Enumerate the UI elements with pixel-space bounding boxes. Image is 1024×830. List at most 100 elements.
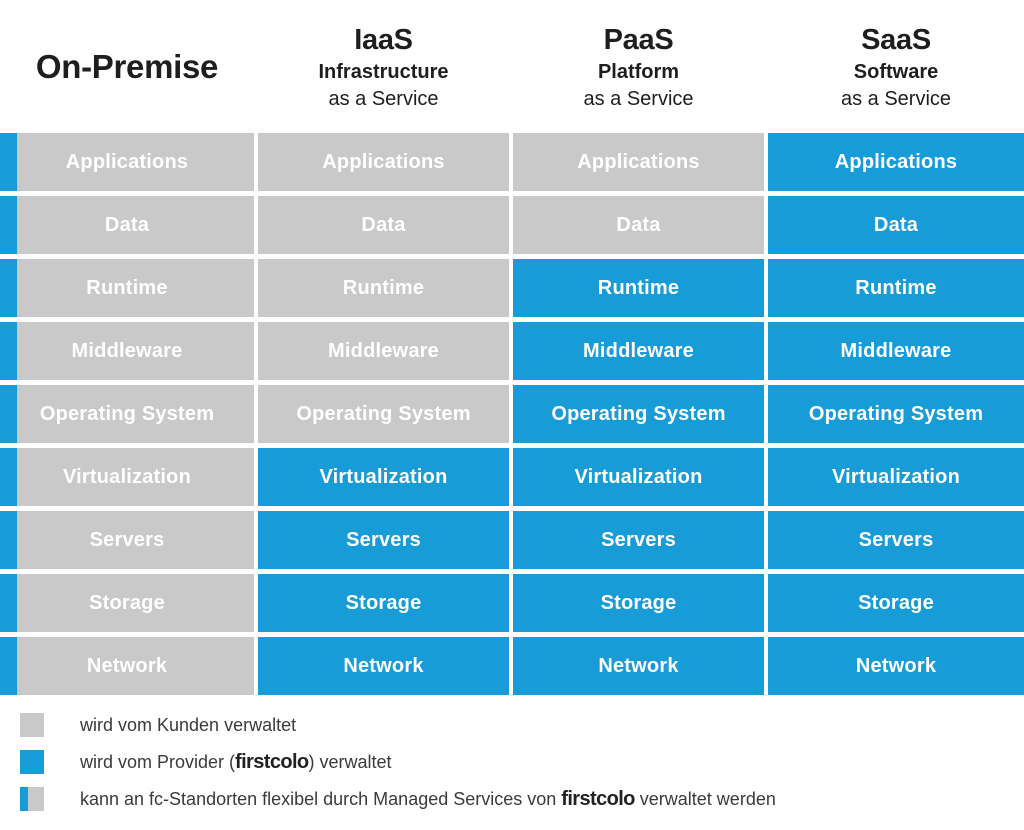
cell-paas-applications: Applications (513, 133, 764, 191)
header-subtitle-saas: Software (853, 61, 939, 84)
cell-iaas-storage: Storage (258, 574, 509, 632)
header-title-iaas: IaaS (354, 23, 413, 56)
cell-label: Virtualization (62, 465, 191, 488)
flex-managed-strip (0, 574, 17, 632)
cell-iaas-network: Network (258, 637, 509, 695)
cell-label: Data (361, 213, 406, 236)
cell-label: Servers (858, 528, 934, 551)
header-subtitle-iaas: Infrastructure (318, 61, 449, 84)
cell-paas-network: Network (513, 637, 764, 695)
legend-item-flexible: kann an fc-Standorten flexibel durch Man… (20, 787, 1024, 811)
legend-customer-text: wird vom Kunden verwaltet (80, 714, 297, 735)
flex-managed-strip (0, 133, 17, 191)
header-title-on-premise: On-Premise (35, 47, 219, 85)
cell-paas-servers: Servers (513, 511, 764, 569)
legend-provider-text-after: ) verwaltet (308, 751, 392, 772)
flex-managed-strip (0, 448, 17, 506)
cell-label: Runtime (597, 276, 680, 299)
cell-label: Storage (345, 591, 422, 614)
flex-managed-strip (0, 196, 17, 254)
flex-managed-strip (0, 385, 17, 443)
cell-label: Middleware (583, 339, 694, 362)
header-subtitle-paas: Platform (597, 61, 680, 84)
header-title-paas: PaaS (603, 23, 674, 56)
legend-flexible-text-after: verwaltet werden (634, 788, 776, 809)
cell-paas-storage: Storage (513, 574, 764, 632)
cell-on-premise-middleware: Middleware (0, 322, 254, 380)
cell-label: Applications (834, 150, 958, 173)
cell-label: Virtualization (574, 465, 703, 488)
header-paas: PaaS Platform as a Service (513, 21, 764, 112)
cell-label: Applications (577, 150, 700, 173)
cell-saas-runtime: Runtime (768, 259, 1024, 317)
cell-iaas-operating-system: Operating System (258, 385, 509, 443)
firstcolo-logo-2: firstcolo (561, 787, 635, 810)
cell-label: Network (86, 654, 168, 677)
cell-label: Servers (89, 528, 165, 551)
legend: wird vom Kunden verwaltet wird vom Provi… (0, 713, 1024, 811)
cell-label: Virtualization (831, 465, 960, 488)
cell-label: Servers (346, 528, 421, 551)
cell-label: Data (873, 213, 919, 236)
cell-label: Data (104, 213, 150, 236)
legend-text-customer: wird vom Kunden verwaltet (80, 714, 296, 737)
cell-saas-data: Data (768, 196, 1024, 254)
cell-iaas-virtualization: Virtualization (258, 448, 509, 506)
cell-label: Data (616, 213, 661, 236)
cell-label: Runtime (86, 276, 168, 299)
header-iaas: IaaS Infrastructure as a Service (258, 21, 509, 112)
cell-label: Middleware (840, 339, 952, 362)
cell-saas-virtualization: Virtualization (768, 448, 1024, 506)
cell-label: Applications (322, 150, 445, 173)
cell-saas-storage: Storage (768, 574, 1024, 632)
flex-managed-strip (0, 259, 17, 317)
cell-label: Operating System (39, 402, 215, 425)
cell-label: Middleware (328, 339, 439, 362)
flex-managed-strip (0, 637, 17, 695)
customer-managed-swatch-icon (20, 713, 44, 737)
header-on-premise: On-Premise (0, 45, 254, 89)
cell-iaas-servers: Servers (258, 511, 509, 569)
legend-flexible-text: kann an fc-Standorten flexibel durch Man… (80, 788, 562, 809)
cell-label: Network (598, 654, 679, 677)
cell-on-premise-virtualization: Virtualization (0, 448, 254, 506)
header-saas: SaaS Software as a Service (768, 21, 1024, 112)
cell-on-premise-network: Network (0, 637, 254, 695)
cell-saas-servers: Servers (768, 511, 1024, 569)
cell-iaas-data: Data (258, 196, 509, 254)
cell-label: Network (343, 654, 424, 677)
legend-provider-text: wird vom Provider ( (80, 751, 236, 772)
cell-iaas-runtime: Runtime (258, 259, 509, 317)
cell-label: Runtime (855, 276, 937, 299)
cell-saas-middleware: Middleware (768, 322, 1024, 380)
header-title-saas: SaaS (861, 23, 931, 56)
cell-iaas-applications: Applications (258, 133, 509, 191)
legend-item-provider: wird vom Provider (firstcolo) verwaltet (20, 750, 1024, 774)
cell-iaas-middleware: Middleware (258, 322, 509, 380)
cell-label: Storage (89, 591, 165, 614)
flexible-managed-swatch-icon (20, 787, 44, 811)
cell-on-premise-operating-system: Operating System (0, 385, 254, 443)
legend-text-flexible: kann an fc-Standorten flexibel durch Man… (80, 788, 776, 811)
cell-on-premise-runtime: Runtime (0, 259, 254, 317)
cell-on-premise-storage: Storage (0, 574, 254, 632)
cell-label: Operating System (808, 402, 984, 425)
cell-on-premise-data: Data (0, 196, 254, 254)
legend-item-customer: wird vom Kunden verwaltet (20, 713, 1024, 737)
cell-label: Servers (601, 528, 676, 551)
cell-on-premise-applications: Applications (0, 133, 254, 191)
legend-text-provider: wird vom Provider (firstcolo) verwaltet (80, 751, 392, 774)
provider-managed-swatch-icon (20, 750, 44, 774)
cell-paas-runtime: Runtime (513, 259, 764, 317)
cell-label: Network (855, 654, 937, 677)
cell-label: Middleware (71, 339, 183, 362)
header-subtitle2-saas: as a Service (840, 87, 952, 110)
cell-paas-operating-system: Operating System (513, 385, 764, 443)
cell-label: Storage (858, 591, 934, 614)
cell-paas-virtualization: Virtualization (513, 448, 764, 506)
cell-paas-data: Data (513, 196, 764, 254)
cell-label: Runtime (342, 276, 425, 299)
header-subtitle2-iaas: as a Service (328, 87, 439, 110)
cell-label: Applications (65, 150, 189, 173)
